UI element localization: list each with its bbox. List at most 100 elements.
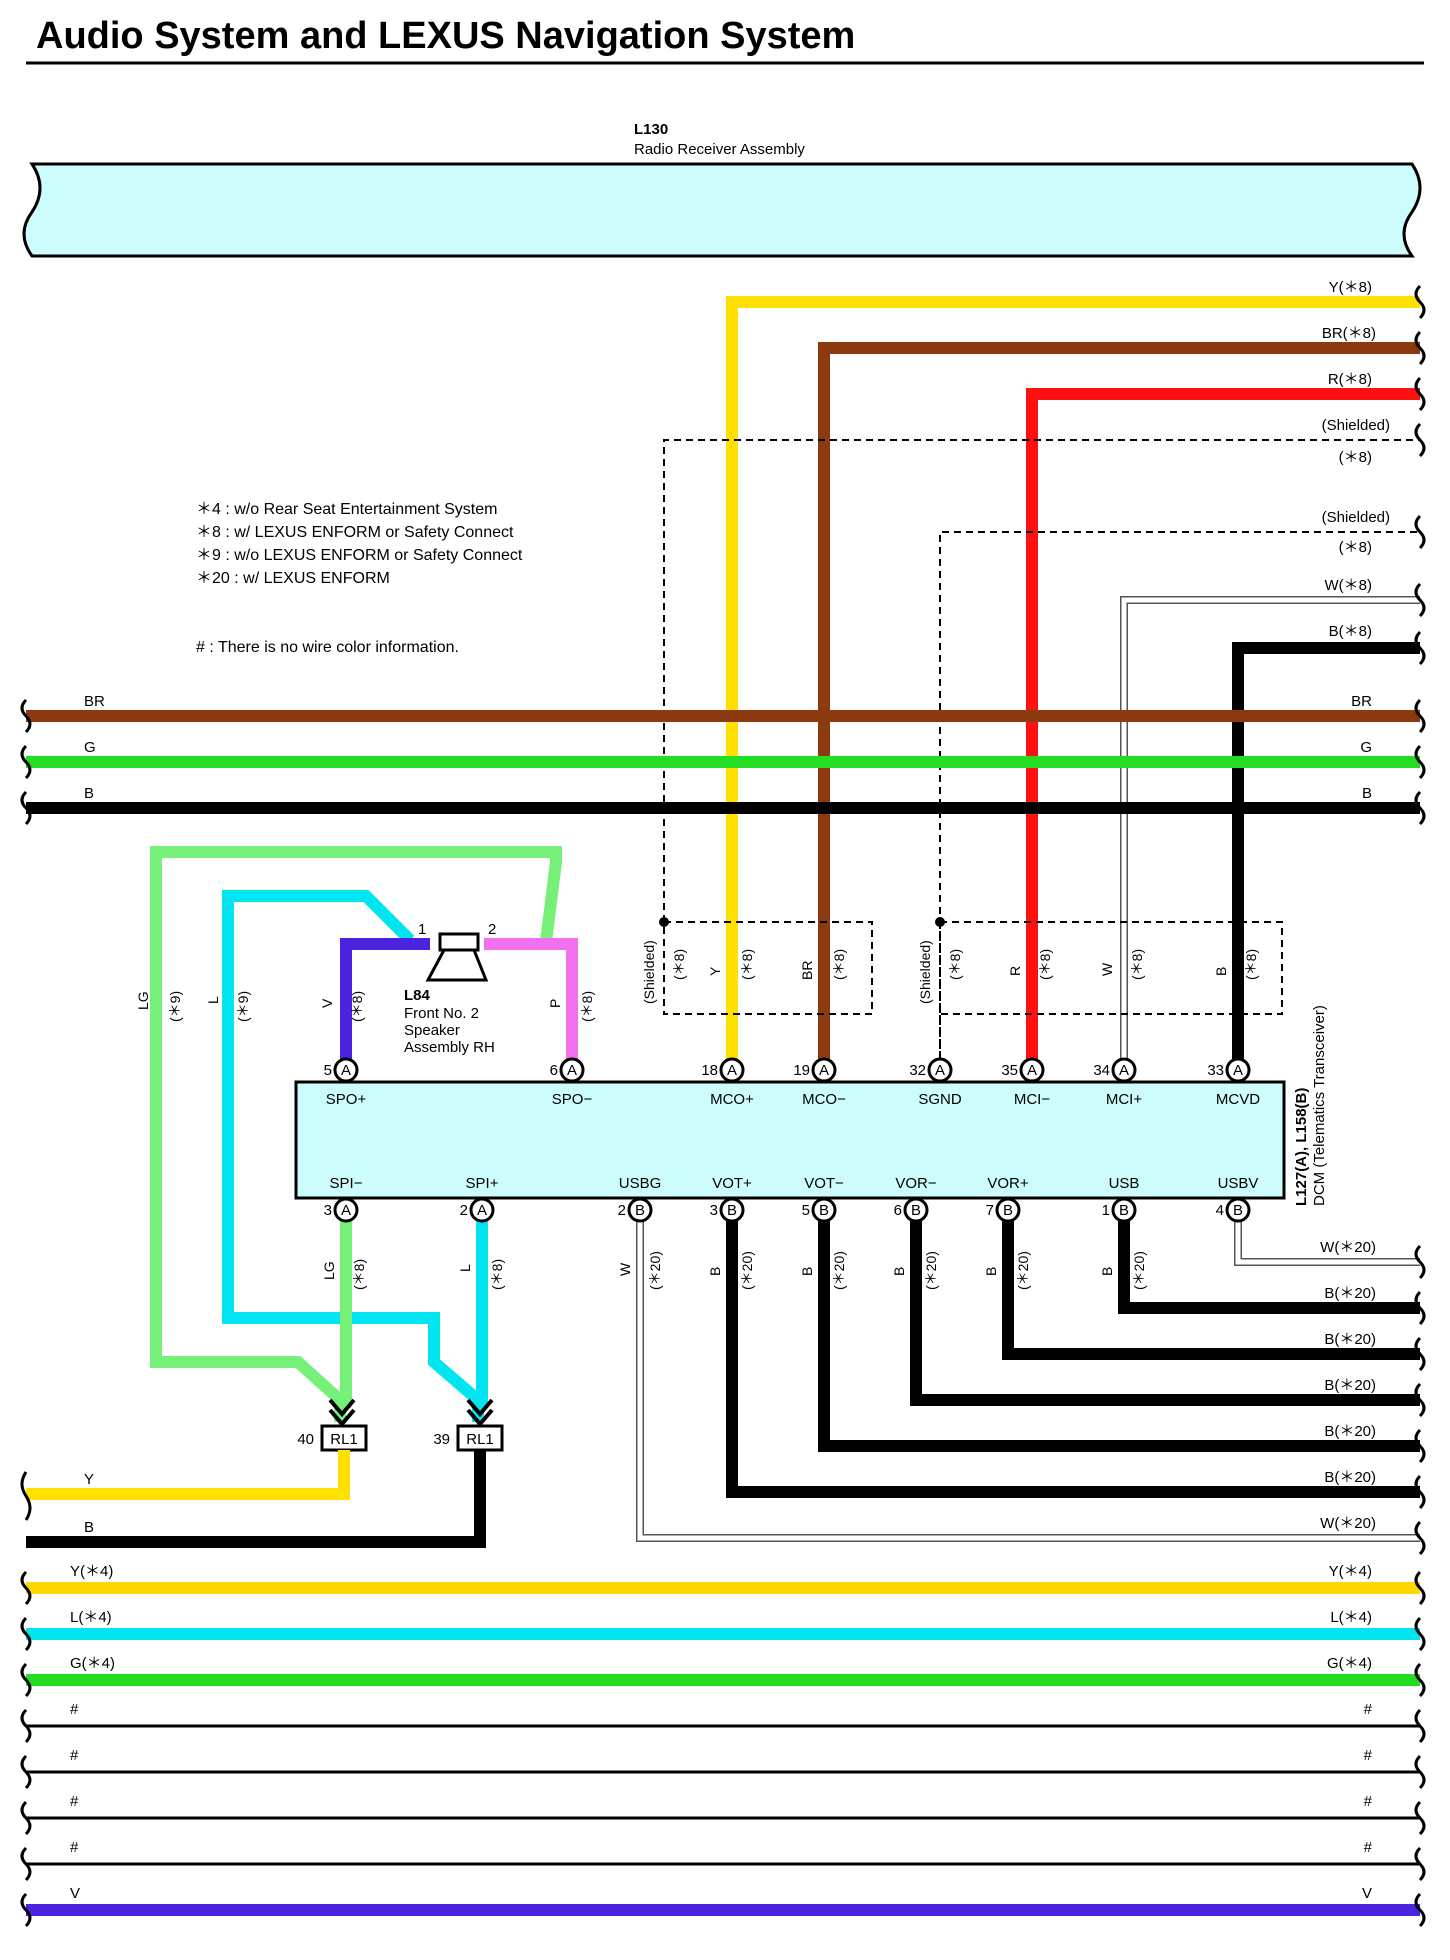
dcm-code: L127(A), L158(B) [1293, 1088, 1310, 1206]
tag-p8-color: P [547, 999, 563, 1008]
upper-stub-break-6 [1414, 630, 1426, 666]
right-labels-lower: W(＊20) B(＊20) B(＊20) B(＊20) B(＊20) B(＊20… [1320, 1239, 1376, 1532]
bus-top-break-right-1 [1414, 744, 1426, 780]
relay-39-box [456, 1424, 504, 1452]
dcm-top-pin-conn-7: A [1233, 1062, 1243, 1079]
lower-stub-break-5 [1414, 1474, 1426, 1510]
bus-bottom-label-left-7: V [70, 1885, 80, 1902]
dcm-bottom-pin-conn-6: B [1003, 1202, 1013, 1219]
rlabel-b20-d: B(＊20) [1324, 1423, 1376, 1440]
speaker-pin-1: 1 [418, 921, 426, 938]
bus-top-label-left-0: BR [84, 693, 105, 710]
dcm-top-pin-num-1: 6 [550, 1062, 558, 1079]
dcm-top-pin-conn-3: A [819, 1062, 829, 1079]
dcm-top-pin-num-3: 19 [793, 1062, 810, 1079]
dcm-top-pin-conn-2: A [727, 1062, 737, 1079]
rlabel-w8: W(＊8) [1325, 577, 1373, 594]
tag-b20-4-cond: (＊20) [1015, 1251, 1031, 1290]
bus-bottom-break-right-5 [1414, 1800, 1426, 1836]
wire-y-relay [26, 1450, 350, 1500]
dcm-bottom-pin-num-4: 5 [802, 1202, 810, 1219]
dcm-top-pin-conn-1: A [567, 1062, 577, 1079]
wire-b-vor-plus [1002, 1210, 1420, 1360]
bus-bottom-break-left-4 [20, 1754, 32, 1790]
dcm-bottom-pin-conn-5: B [911, 1202, 921, 1219]
dcm-bottom-pin-label-7: USB [1109, 1175, 1140, 1192]
rlabel-y8: Y(＊8) [1329, 279, 1372, 296]
dcm-top-pin-circle-6 [1111, 1057, 1137, 1083]
upper-stub-break-0 [1414, 284, 1426, 320]
dcm-bottom-pin-circle-5 [903, 1197, 929, 1223]
dcm-bottom-pin-circle-0 [333, 1197, 359, 1223]
bus-bottom-label-right-3: # [1364, 1701, 1373, 1718]
speaker-code: L84 [404, 987, 431, 1004]
tag-shielded1-cond: (＊8) [671, 949, 687, 980]
page-title: Audio System and LEXUS Navigation System [36, 15, 855, 57]
dcm-bottom-pin-num-5: 6 [894, 1202, 902, 1219]
dcm-top-pin-num-5: 35 [1001, 1062, 1018, 1079]
dcm-top-pin-label-7: MCVD [1216, 1091, 1260, 1108]
rlabel-r8: R(＊8) [1328, 371, 1372, 388]
dcm-bottom-pin-label-6: VOR+ [987, 1175, 1029, 1192]
upper-stub-break-1 [1414, 330, 1426, 366]
bus-bottom-break-right-3 [1414, 1708, 1426, 1744]
speaker-pin-2: 2 [488, 921, 496, 938]
shield-boxes [659, 917, 1283, 1070]
dcm-bottom-pin-conn-8: B [1233, 1202, 1243, 1219]
wire-r-mci-minus [1026, 388, 1420, 1070]
dcm-bottom-pin-label-0: SPI− [330, 1175, 363, 1192]
bus-bottom-label-left-3: # [70, 1701, 79, 1718]
dcm-bottom-pin-num-3: 3 [710, 1202, 718, 1219]
dcm-top-pin-label-2: MCO+ [710, 1091, 754, 1108]
dcm-bottom-pin-circle-3 [719, 1197, 745, 1223]
relay-39-arrow-2 [466, 1408, 494, 1428]
dcm-bottom-pin-num-2: 2 [618, 1202, 626, 1219]
rlabel-w20-a: W(＊20) [1320, 1239, 1376, 1256]
speaker-name-1: Front No. 2 [404, 1005, 479, 1022]
upper-stub-break-4 [1414, 514, 1426, 550]
dcm-bottom-pin-label-1: SPI+ [466, 1175, 499, 1192]
wire-w-usbg-inner [637, 1210, 1420, 1541]
upper-stub-break-2 [1414, 376, 1426, 412]
wire-tags-upper: LG (＊9) L (＊9) V (＊8) P (＊8) (Shielded) … [135, 940, 1259, 1022]
tag-b20-2-color: B [799, 1267, 815, 1276]
dcm-bottom-pin-num-8: 4 [1216, 1202, 1224, 1219]
dcm-bottom-pin-circle-6 [995, 1197, 1021, 1223]
dcm-bottom-pin-label-8: USBV [1218, 1175, 1259, 1192]
tag-b20-5-color: B [1099, 1267, 1115, 1276]
bus-bottom-label-left-6: # [70, 1839, 79, 1856]
note-9: ＊9 : w/o LEXUS ENFORM or Safety Connect [196, 547, 523, 564]
dcm-top-pin-num-0: 5 [324, 1062, 332, 1079]
rlabel-shielded-2-cond: (＊8) [1339, 539, 1372, 556]
tag-l8-cond: (＊8) [489, 1259, 505, 1290]
bus-bottom-label-right-5: # [1364, 1793, 1373, 1810]
dcm-top-pin-label-5: MCI− [1014, 1091, 1050, 1108]
speaker-symbol: 1 2 L84 Front No. 2 Speaker Assembly RH [404, 921, 496, 1056]
tag-b20-1-color: B [707, 1267, 723, 1276]
tag-l8-color: L [457, 1264, 473, 1272]
rlabel-b20-c: B(＊20) [1324, 1377, 1376, 1394]
tag-b20-2-cond: (＊20) [831, 1251, 847, 1290]
relay-40-code: RL1 [330, 1431, 358, 1448]
dcm-top-pin-label-6: MCI+ [1106, 1091, 1142, 1108]
bus-bottom-break-right-0 [1414, 1570, 1426, 1606]
bus-top-label-right-1: G [1360, 739, 1372, 756]
tag-lg8-cond: (＊8) [351, 1259, 367, 1290]
bus-bottom-label-right-6: # [1364, 1839, 1373, 1856]
dcm-bottom-pin-circle-7 [1111, 1197, 1137, 1223]
dcm-top-pin-conn-6: A [1119, 1062, 1129, 1079]
bus-bottom-label-right-1: L(＊4) [1330, 1609, 1372, 1626]
bus-bottom-label-left-0: Y(＊4) [70, 1563, 113, 1580]
dcm-bottom-pin-conn-3: B [727, 1202, 737, 1219]
bus-bottom-break-right-6 [1414, 1846, 1426, 1882]
tag-l9-color: L [205, 996, 221, 1004]
dcm-top-pin-conn-4: A [935, 1062, 945, 1079]
llabel-y: Y [84, 1471, 94, 1488]
wire-l-8 [472, 1210, 488, 1413]
wire-b-vor-minus [910, 1210, 1420, 1406]
relay-39-arrow-1 [466, 1398, 494, 1418]
tag-b20-1-cond: (＊20) [739, 1251, 755, 1290]
shield-box-2 [939, 921, 1283, 1015]
wire-l-9 [222, 890, 484, 1422]
